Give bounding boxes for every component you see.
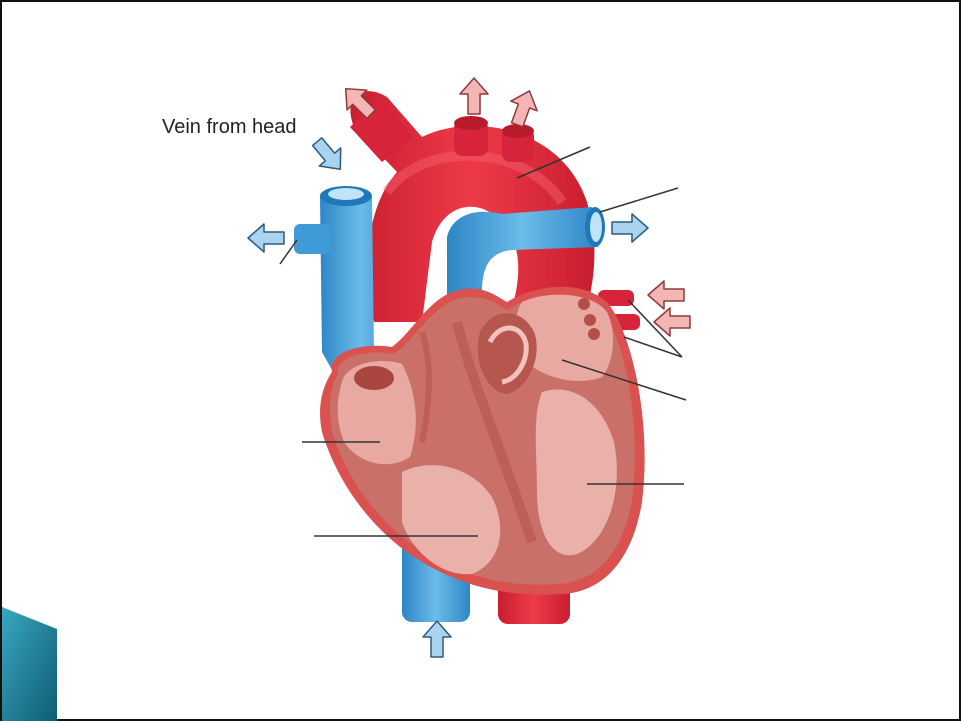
leader-line-pulmonary-artery — [600, 188, 678, 212]
arrow-left-red-top — [648, 281, 684, 309]
arrow-up-mid — [460, 78, 488, 114]
arrow-left-red-bottom — [654, 308, 690, 336]
corner-accent-shape — [2, 607, 62, 721]
arrow-vein-head — [306, 133, 351, 179]
label-vein-from-head: Vein from head — [162, 116, 297, 139]
arrow-up-blue-bottom — [423, 621, 451, 657]
arrow-left-blue — [248, 224, 284, 252]
arrow-up-right — [504, 86, 543, 129]
arrow-right-blue — [612, 214, 648, 242]
